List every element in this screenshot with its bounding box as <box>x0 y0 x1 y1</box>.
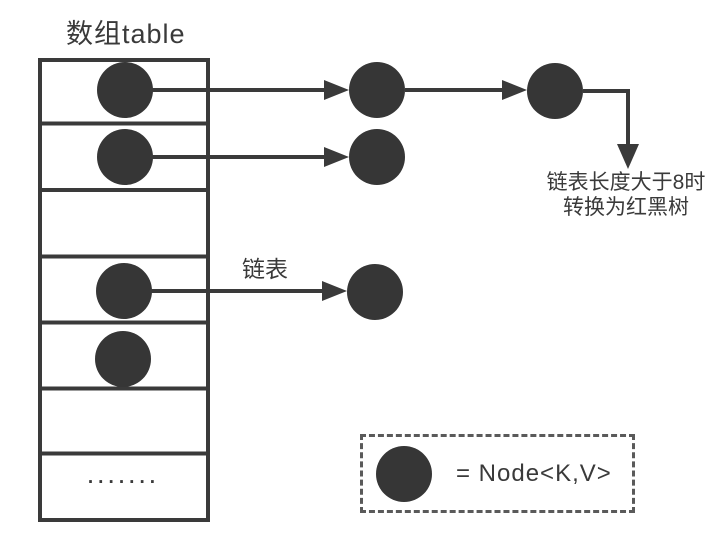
node-circle <box>349 129 405 185</box>
legend-box: = Node<K,V> <box>360 434 635 513</box>
arrow-to-tree-note <box>583 89 639 169</box>
table-ellipsis: ······· <box>87 472 161 493</box>
tree-note: 链表长度大于8时 转换为红黑树 <box>521 170 720 220</box>
table-nodes <box>95 62 153 387</box>
node-circle <box>376 445 432 502</box>
arrows <box>150 80 639 301</box>
linked-list-label: 链表 <box>242 256 288 282</box>
chain-nodes <box>347 62 583 320</box>
arrow-node-to-node <box>405 80 527 100</box>
tree-note-line1: 链表长度大于8时 <box>546 171 706 194</box>
array-table <box>38 58 210 522</box>
arrow-row2-to-node <box>150 147 349 167</box>
node-circle <box>97 62 153 118</box>
node-circle <box>95 331 151 387</box>
diagram-title: 数组table <box>66 19 186 49</box>
arrow-row1-to-node <box>150 80 349 100</box>
node-circle <box>97 129 153 185</box>
node-circle <box>527 63 583 119</box>
tree-note-line2: 转换为红黑树 <box>563 196 689 219</box>
legend-label: = Node<K,V> <box>456 459 612 487</box>
node-circle <box>347 264 403 320</box>
node-circle <box>349 62 405 118</box>
node-circle <box>96 263 152 319</box>
arrow-row4-to-node <box>150 281 347 301</box>
